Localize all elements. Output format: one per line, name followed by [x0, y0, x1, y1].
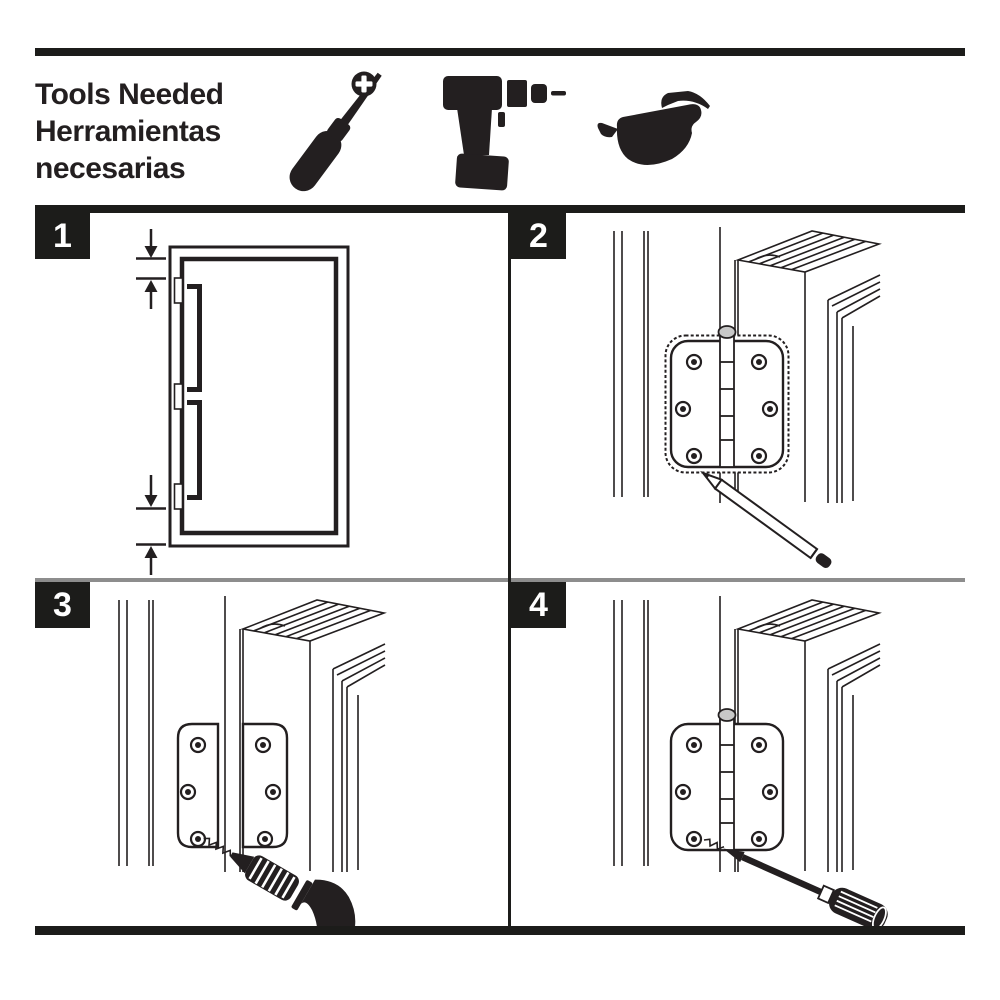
open-hinge: [176, 722, 289, 849]
top-rule: [35, 48, 965, 56]
grid-bottom-rule: [35, 926, 965, 935]
screwdriver-icon: [703, 838, 888, 926]
hinge: [671, 326, 783, 467]
header-title-es-line2: necesarias: [35, 152, 186, 185]
grid-vertical-divider: [508, 205, 511, 935]
step-3-illustration: [118, 595, 386, 926]
hinge: [671, 709, 783, 850]
grid-top-rule: [35, 205, 965, 213]
screw-threads: [203, 837, 232, 857]
power-drill-icon: [443, 76, 566, 191]
step-4-badge: 4: [511, 582, 566, 628]
screw-threads: [703, 838, 725, 851]
drill-icon: [203, 837, 356, 926]
header-title-es-line1: Herramientas: [35, 115, 221, 148]
door-diagram: [136, 229, 350, 575]
safety-glasses-icon: [597, 91, 710, 165]
phillips-screwdriver-icon: [289, 71, 382, 192]
tool-icons: [289, 71, 710, 192]
step-2-badge: 2: [511, 213, 566, 259]
step-1-number: 1: [53, 216, 72, 255]
step-1-badge: 1: [35, 213, 90, 259]
tools-needed-header: Tools Needed Herramientas necesarias: [35, 76, 224, 187]
header-title-en: Tools Needed: [35, 78, 224, 111]
pencil-icon: [700, 470, 832, 568]
step-4-number: 4: [529, 585, 548, 624]
step-4-illustration: [613, 595, 888, 926]
spacing-brackets: [187, 284, 202, 500]
hinge-marks: [173, 277, 184, 510]
step-3-number: 3: [53, 585, 72, 624]
measurement-arrows: [136, 229, 166, 575]
step-2-illustration: [613, 226, 881, 568]
step-3-badge: 3: [35, 582, 90, 628]
step-1-illustration: [136, 229, 350, 575]
grid-horizontal-divider: [35, 578, 965, 582]
step-2-number: 2: [529, 216, 548, 255]
